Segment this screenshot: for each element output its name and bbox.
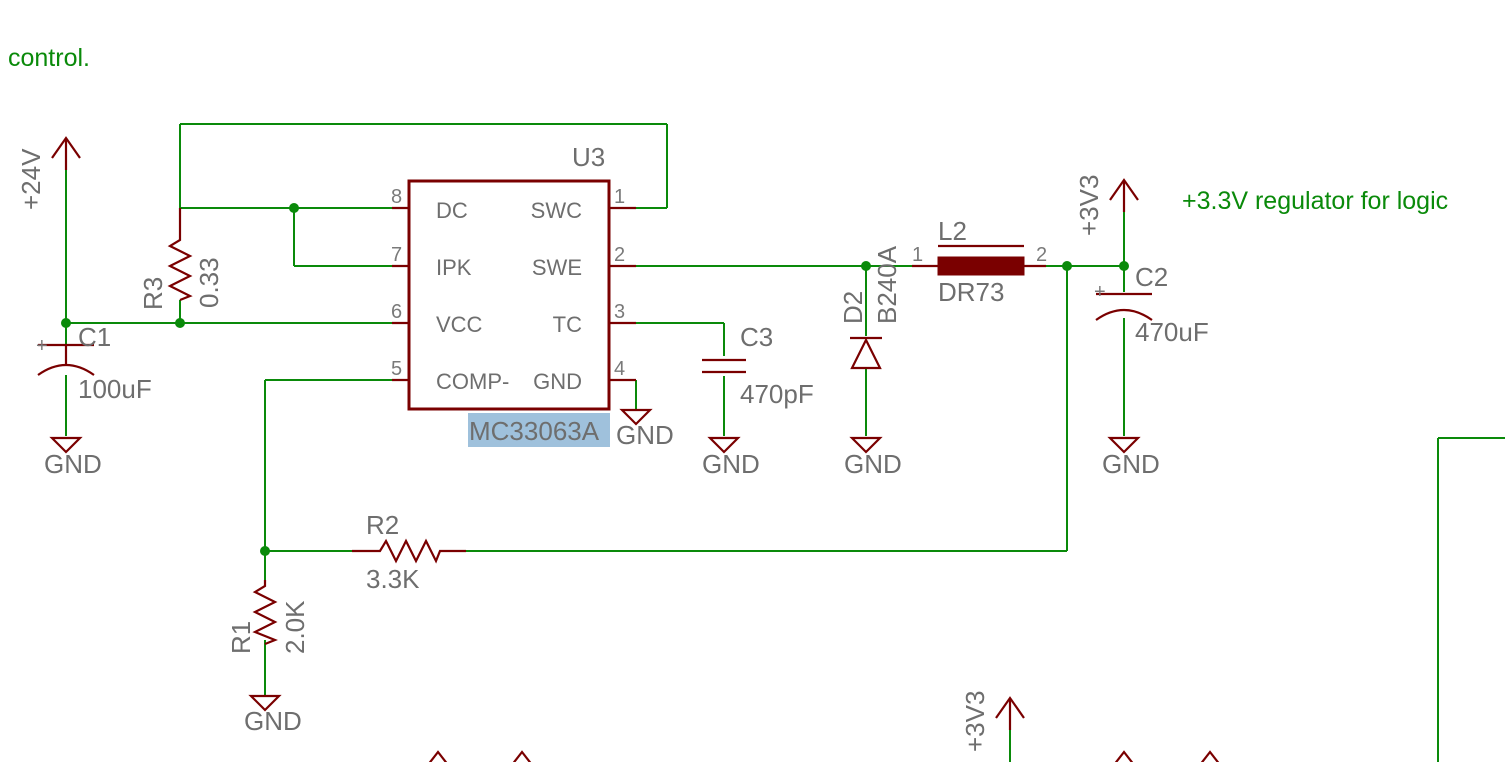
supply-3v3-lower-label: +3V3 [960, 691, 990, 752]
resistor-r3[interactable]: R3 0.33 [138, 208, 224, 310]
l2-pin2: 2 [1036, 244, 1047, 266]
gnd-ic-label: GND [616, 420, 674, 450]
ic-pin-gnd: GND [533, 369, 582, 394]
resistor-r2[interactable]: R2 3.3K [352, 510, 466, 594]
ic-pin-vcc: VCC [436, 312, 483, 337]
c3-value: 470pF [740, 379, 814, 409]
note-control: control. [8, 44, 90, 72]
ic-pin-swe: SWE [532, 255, 582, 280]
supply-3v3-icon[interactable]: +3V3 [1074, 175, 1139, 236]
junctions [61, 203, 1129, 556]
r3-ref: R3 [138, 277, 168, 310]
gnd-ic[interactable]: GND [616, 408, 674, 450]
l2-pin1: 1 [912, 244, 923, 266]
gnd-c1-label: GND [44, 449, 102, 479]
d2-value: B240A [872, 245, 902, 324]
ic-pin-swc: SWC [531, 198, 582, 223]
c1-polarity: + [36, 335, 48, 357]
ic-part-label: MC33063A [469, 416, 600, 446]
bottom-cutoff-supplies [428, 750, 1220, 762]
wires [65, 123, 1505, 762]
supply-3v3-label: +3V3 [1074, 175, 1104, 236]
ic-part-highlight [468, 413, 610, 447]
l2-ref: L2 [938, 216, 967, 246]
ic-pin-ipk: IPK [436, 255, 472, 280]
c2-polarity: + [1094, 281, 1106, 303]
gnd-r1-label: GND [244, 706, 302, 736]
gnd-r1[interactable]: GND [244, 694, 302, 736]
supply-3v3-lower-icon[interactable]: +3V3 [960, 691, 1025, 752]
ic-pin-tc: TC [553, 312, 582, 337]
c1-value: 100uF [78, 374, 152, 404]
gnd-d2-label: GND [844, 449, 902, 479]
capacitor-c1[interactable]: + C1 100uF [36, 322, 152, 404]
ic-pin-6-num: 6 [391, 301, 402, 323]
capacitor-c3[interactable]: C3 470pF [702, 322, 814, 409]
diode-d2[interactable]: D2 B240A [838, 245, 902, 370]
d2-ref: D2 [838, 291, 868, 324]
c2-ref: C2 [1135, 262, 1168, 292]
ic-pin-dc: DC [436, 198, 468, 223]
r3-value: 0.33 [194, 257, 224, 308]
c3-ref: C3 [740, 322, 773, 352]
ic-pin-comp: COMP- [436, 369, 509, 394]
gnd-c3[interactable]: GND [702, 436, 760, 479]
l2-value: DR73 [938, 277, 1004, 307]
ic-pin-7-num: 7 [391, 244, 402, 266]
gnd-c2[interactable]: GND [1102, 436, 1160, 479]
ic-ref-label: U3 [572, 142, 605, 172]
gnd-c1[interactable]: GND [44, 436, 102, 479]
r1-ref: R1 [226, 621, 256, 654]
ic-pin-1-num: 1 [614, 186, 625, 208]
r2-ref: R2 [366, 510, 399, 540]
inductor-l2[interactable]: 1 2 L2 DR73 [912, 216, 1047, 307]
gnd-c2-label: GND [1102, 449, 1160, 479]
supply-24v-label: +24V [16, 148, 46, 210]
r2-value: 3.3K [366, 564, 420, 594]
c1-ref: C1 [78, 322, 111, 352]
r1-value: 2.0K [280, 600, 310, 654]
ic-pin-5-num: 5 [391, 358, 402, 380]
note-regulator: +3.3V regulator for logic [1182, 187, 1448, 215]
ic-pin-2-num: 2 [614, 244, 625, 266]
supply-24v-icon[interactable]: +24V [16, 136, 81, 210]
gnd-d2[interactable]: GND [844, 436, 902, 479]
ic-u3[interactable]: U3 MC33063A 8 7 6 5 DC IPK VCC COMP- 1 2… [391, 142, 636, 447]
ic-pin-4-num: 4 [614, 358, 625, 380]
gnd-c3-label: GND [702, 449, 760, 479]
c2-value: 470uF [1135, 317, 1209, 347]
capacitor-c2[interactable]: + C2 470uF [1094, 262, 1209, 347]
resistor-r1[interactable]: R1 2.0K [226, 580, 310, 654]
ic-pin-8-num: 8 [391, 186, 402, 208]
ic-pin-3-num: 3 [614, 301, 625, 323]
